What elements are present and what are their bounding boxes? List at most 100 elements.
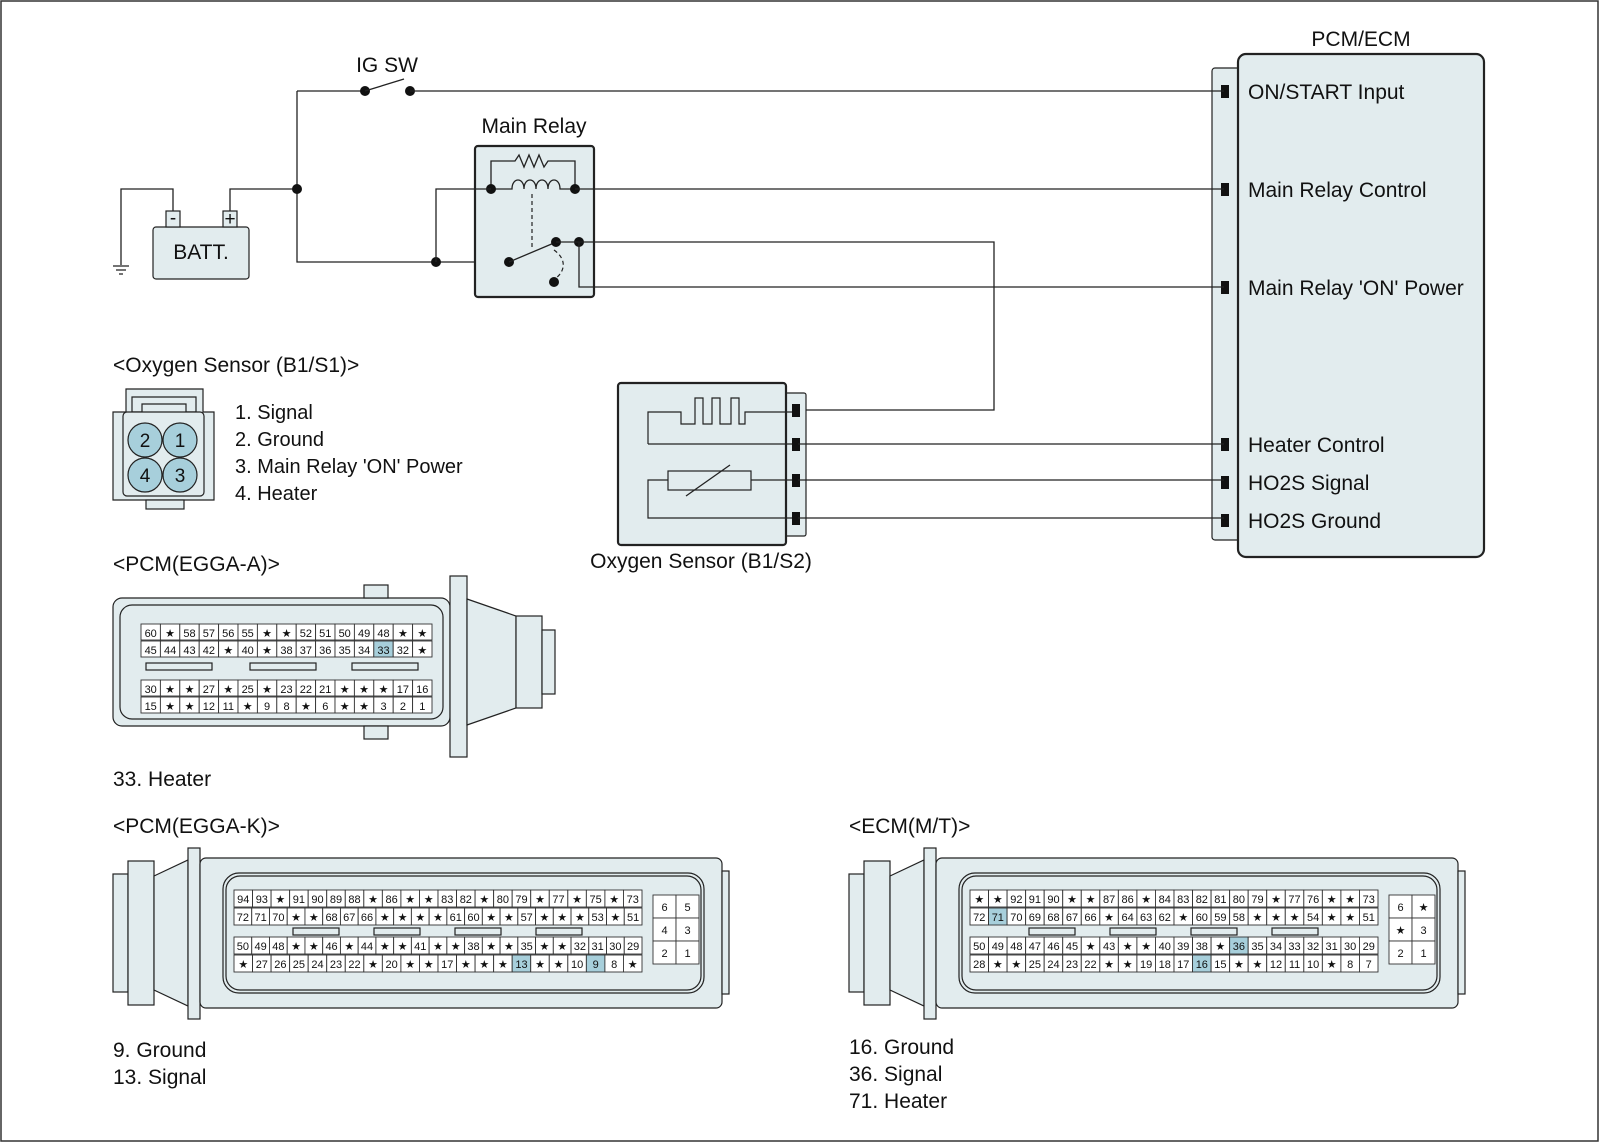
ecm-mt-side-number: 2 [1397,948,1403,960]
egga_a-pin-number: 57 [203,628,215,640]
ecm-mt-pin-number: 23 [1066,959,1078,971]
battery-body [152,226,250,280]
ecm-mt-key [1271,927,1319,936]
egga_a-pin-number: 60 [145,628,157,640]
egga-k-pin-number: 72 [237,912,249,924]
egga-k-pin-number: 82 [460,894,472,906]
o2-terminal-pin [792,512,800,525]
egga-k-pin-number: ★ [238,959,248,971]
o2-b1s1-tab [145,499,185,510]
ecm-mt-pin-number: 28 [973,959,985,971]
egga_a-pin-number: 6 [322,701,328,713]
relay-resistor [490,153,576,189]
junction-dot [292,184,302,194]
pcm-terminal-pin [1221,476,1229,489]
o2-b1s1-legend-item: 2. Ground [235,429,324,451]
o2-b1s1-pin [127,457,163,493]
ecm-mt-pin-number: ★ [1178,912,1188,924]
ecm-mt-pin-number: ★ [1086,941,1096,953]
egga_a-pin-number: ★ [223,645,233,657]
egga_a-pin-number: ★ [262,645,272,657]
o2-b1s1-pin-number: 1 [175,431,186,452]
ecm-mt-pin-number: 40 [1159,941,1171,953]
egga-k-pin-number: ★ [433,912,443,924]
egga_a-pin-number: 52 [300,628,312,640]
egga-k-flange [187,847,201,1020]
ecm-mt-pin-number: 15 [1214,959,1226,971]
egga_a-pin-number: ★ [398,628,408,640]
egga_a-pin-number: 43 [183,645,195,657]
egga-k-pin-number: ★ [380,941,390,953]
egga_a-pin-number: ★ [165,701,175,713]
o2-b1s1-pin-number: 3 [175,466,186,487]
ecm-mt-inner2 [961,875,1438,991]
pcm-ecm-title: PCM/ECM [1311,28,1410,51]
egga-a-key [249,662,317,671]
battery-plus-sign: + [224,209,235,230]
egga-k-pin-number: 25 [293,959,305,971]
ecm-mt-pin-number: 32 [1307,941,1319,953]
ecm-mt-pin-number: ★ [993,959,1003,971]
egga-a-rear-cap [541,629,556,695]
egga-k-pin-number: ★ [424,894,434,906]
egga-k-legend-item: 13. Signal [113,1066,206,1089]
egga-k-pin-number: 57 [521,912,533,924]
egga-k-pin-number: 60 [467,912,479,924]
egga-k-title: <PCM(EGGA-K)> [113,815,280,838]
o2-terminal-pin [792,404,800,417]
ecm-mt-pin-cell [1359,889,1379,908]
o2-b1s1-pin-number: 4 [140,466,151,487]
ecm-mt-rear [863,860,891,1006]
egga_a-pin-number: ★ [282,628,292,640]
egga_a-pin-number: 48 [377,628,389,640]
egga-k-side-number: 6 [661,902,667,914]
egga_a-pin-number: ★ [417,628,427,640]
ecm-mt-pin-number: ★ [1123,941,1133,953]
egga-k-pin-number: 91 [293,894,305,906]
ecm-mt-pin-number: 36 [1233,941,1245,953]
egga-k-pin-number: 66 [361,912,373,924]
egga-k-pin-number: ★ [486,912,496,924]
ecm-mt-pin-number: ★ [1123,959,1133,971]
ecm-mt-pin-number: ★ [1011,959,1021,971]
ecm-mt-pin-number: 43 [1103,941,1115,953]
egga_a-pin-number: 16 [416,684,428,696]
relay-nc-contact [549,277,559,287]
egga_a-pin-number: 9 [264,701,270,713]
egga-k-pin-number: ★ [398,941,408,953]
pcm-terminal-label: Heater Control [1248,434,1385,457]
egga-k-tab [721,870,730,995]
ecm-mt-pin-cell [1359,936,1379,955]
battery-pos-wire [229,188,297,211]
egga_a-pin-number: ★ [243,701,253,713]
pcm-terminal-pin [1221,281,1229,294]
egga_a-pin-number: 21 [319,684,331,696]
battery-label: BATT. [173,241,229,264]
ecm-mt-pin-number: 71 [992,912,1004,924]
ecm-mt-pin-number: 84 [1159,894,1171,906]
ecm-mt-pin-number: 92 [1010,894,1022,906]
egga-k-pin-number: ★ [380,912,390,924]
o2-sensor-body [616,381,788,547]
relay-coil-feed [435,188,491,262]
egga_a-pin-number: 1 [419,701,425,713]
egga-k-pin-number: ★ [479,959,489,971]
o2-b1s1-legend-item: 3. Main Relay 'ON' Power [235,456,463,478]
egga-k-pin-number: ★ [368,959,378,971]
ecm-mt-pin-cell [1359,907,1379,926]
egga-k-pin-number: 71 [254,912,266,924]
relay-switch-blade [508,242,555,263]
ecm-mt-pin-number: 10 [1307,959,1319,971]
egga-k-pin-number: 67 [343,912,355,924]
ecm-mt-pin-number: 76 [1307,894,1319,906]
egga-k-pin-number: 24 [311,959,323,971]
egga-k-pin-number: ★ [275,894,285,906]
egga-k-pin-number: ★ [309,941,319,953]
pcm-terminal-pin [1221,438,1229,451]
egga_a-pin-cell [412,640,433,658]
egga-k-pin-number: 73 [627,894,639,906]
egga_a-pin-number: 50 [339,628,351,640]
egga-k-pin-number: 20 [386,959,398,971]
egga-k-pin-number: 83 [441,894,453,906]
egga-k-pin-number: ★ [368,894,378,906]
